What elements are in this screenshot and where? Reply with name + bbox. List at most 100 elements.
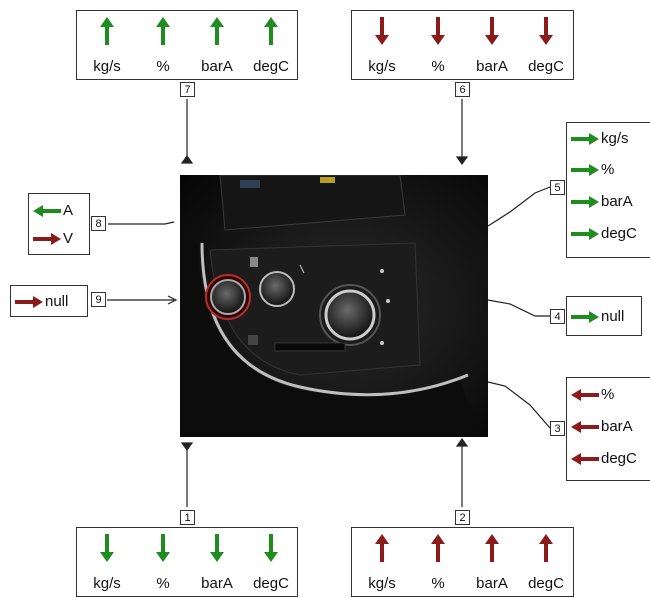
signal-label: degC	[601, 450, 637, 467]
signal-label: kg/s	[368, 58, 396, 75]
signal-row: degC	[567, 221, 650, 247]
bottom-right-port-box: kg/s% barA degC	[351, 527, 574, 597]
port-number-5: 5	[550, 180, 565, 195]
arrow-up-icon	[210, 17, 224, 45]
top-right-port-box: kg/s% barA degC	[351, 10, 574, 80]
signal-column: degC	[245, 11, 297, 79]
arrow-up-icon	[485, 534, 499, 562]
signal-label: kg/s	[93, 575, 121, 592]
arrow-left-icon	[571, 453, 599, 465]
arrow-up-icon	[431, 534, 445, 562]
right-mid-port-box: null	[566, 296, 642, 336]
signal-label: barA	[201, 575, 233, 592]
signal-row: barA	[567, 189, 650, 215]
signal-column: degC	[520, 528, 572, 596]
climate-control-photo	[180, 175, 488, 437]
arrow-up-icon	[539, 534, 553, 562]
signal-label: kg/s	[93, 58, 121, 75]
signal-column: kg/s	[356, 11, 408, 79]
signal-label: %	[431, 575, 445, 592]
signal-column: %	[412, 11, 464, 79]
signal-label: barA	[476, 575, 508, 592]
port-number-4: 4	[550, 309, 565, 324]
signal-row: barA	[567, 414, 650, 440]
signal-label: degC	[253, 575, 289, 592]
port-number-3: 3	[550, 421, 565, 436]
arrow-right-icon	[15, 296, 43, 308]
signal-column: kg/s	[81, 528, 133, 596]
signal-label: degC	[253, 58, 289, 75]
signal-label: barA	[601, 418, 633, 435]
signal-row: degC	[567, 446, 650, 472]
arrow-right-icon	[571, 311, 599, 323]
arrow-right-icon	[571, 133, 599, 145]
signal-row: %	[567, 157, 650, 183]
signal-row: %	[567, 382, 650, 408]
port-number-9: 9	[91, 292, 106, 307]
signal-label: null	[45, 293, 69, 310]
bottom-left-port-box: kg/s% barA degC	[76, 527, 298, 597]
signal-column: barA	[191, 528, 243, 596]
signal-label: kg/s	[368, 575, 396, 592]
arrow-down-icon	[431, 17, 445, 45]
arrow-down-icon	[156, 534, 170, 562]
signal-label: barA	[201, 58, 233, 75]
port-number-6: 6	[455, 82, 470, 97]
port-number-7: 7	[180, 82, 195, 97]
signal-column: kg/s	[356, 528, 408, 596]
signal-label: degC	[528, 58, 564, 75]
arrow-down-icon	[375, 17, 389, 45]
arrow-down-icon	[539, 17, 553, 45]
signal-row: kg/s	[567, 126, 650, 152]
signal-column: kg/s	[81, 11, 133, 79]
signal-column: degC	[245, 528, 297, 596]
port-number-8: 8	[91, 216, 106, 231]
arrow-up-icon	[100, 17, 114, 45]
top-left-port-box: kg/s% barA degC	[76, 10, 298, 80]
arrow-up-icon	[264, 17, 278, 45]
signal-label: %	[156, 58, 170, 75]
signal-label: %	[156, 575, 170, 592]
port-number-2: 2	[455, 510, 470, 525]
signal-column: barA	[466, 528, 518, 596]
signal-column: %	[412, 528, 464, 596]
signal-label: degC	[528, 575, 564, 592]
signal-label: %	[431, 58, 445, 75]
signal-label: barA	[601, 193, 633, 210]
signal-row: null	[11, 289, 87, 315]
signal-label: null	[601, 308, 625, 325]
signal-label: kg/s	[601, 130, 629, 147]
left-lower-port-box: null	[10, 285, 88, 317]
signal-column: %	[137, 528, 189, 596]
signal-column: barA	[466, 11, 518, 79]
signal-label: %	[601, 386, 615, 403]
signal-row: V	[29, 226, 89, 252]
signal-row: A	[29, 198, 89, 224]
signal-label: A	[63, 202, 74, 219]
arrow-right-icon	[571, 228, 599, 240]
signal-row: null	[567, 304, 641, 330]
arrow-left-icon	[571, 421, 599, 433]
arrow-up-icon	[156, 17, 170, 45]
right-top-port-box: kg/s% barA degC	[566, 122, 650, 258]
arrow-right-icon	[571, 164, 599, 176]
arrow-down-icon	[485, 17, 499, 45]
arrow-down-icon	[264, 534, 278, 562]
arrow-up-icon	[375, 534, 389, 562]
arrow-down-icon	[210, 534, 224, 562]
arrow-down-icon	[100, 534, 114, 562]
arrow-left-icon	[571, 389, 599, 401]
signal-label: V	[63, 230, 74, 247]
signal-column: %	[137, 11, 189, 79]
arrow-left-icon	[33, 205, 61, 217]
port-number-1: 1	[180, 510, 195, 525]
signal-label: degC	[601, 225, 637, 242]
right-bottom-port-box: % barA degC	[566, 377, 650, 481]
signal-label: %	[601, 161, 615, 178]
signal-label: barA	[476, 58, 508, 75]
arrow-right-icon	[33, 233, 61, 245]
arrow-right-icon	[571, 196, 599, 208]
signal-column: barA	[191, 11, 243, 79]
